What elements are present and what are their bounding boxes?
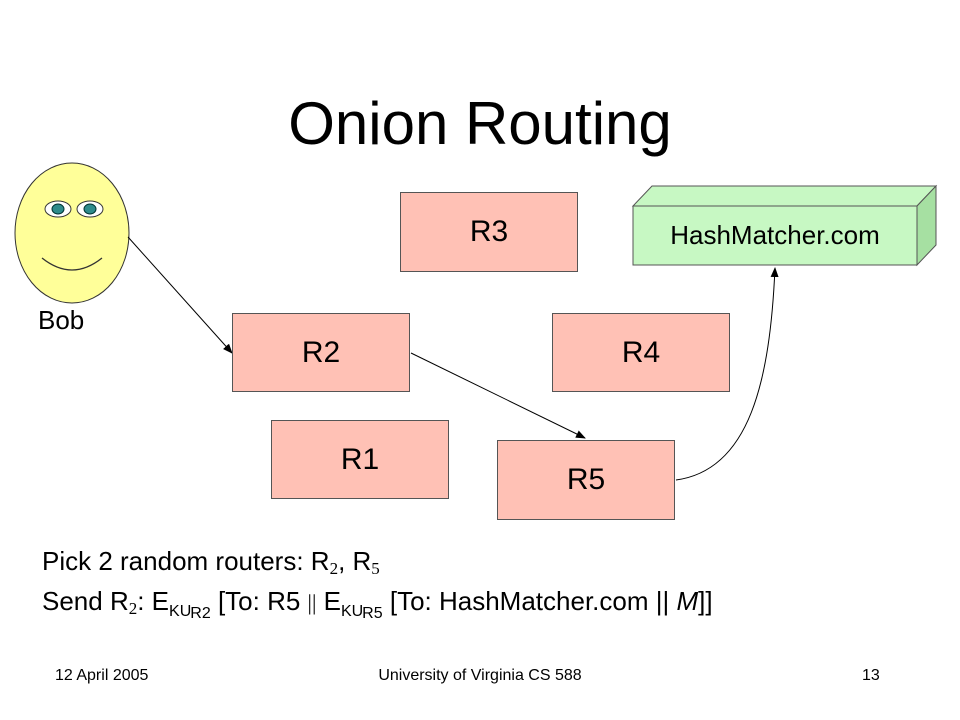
caption-line-send-message: Send R2: EKUR2 [To: R5 || EKUR5 [To: Has… bbox=[42, 586, 713, 629]
hashmatcher-label: HashMatcher.com bbox=[670, 219, 880, 250]
bob-left-pupil bbox=[51, 203, 65, 215]
caption-line2-sub-ku1: KU bbox=[169, 603, 192, 620]
router-r1: R1 bbox=[271, 420, 449, 499]
caption-line2-a: Send R bbox=[42, 586, 129, 616]
hashmatcher-server-box bbox=[631, 184, 938, 267]
router-r2-label: R2 bbox=[301, 335, 341, 369]
router-r1-label: R1 bbox=[340, 442, 380, 476]
router-r5-label: R5 bbox=[566, 463, 606, 496]
footer-date: 12 April 2005 bbox=[55, 667, 149, 684]
caption-line2-b: : E bbox=[137, 586, 170, 616]
router-r4-label: R4 bbox=[621, 335, 661, 369]
router-r3: R3 bbox=[400, 192, 578, 272]
caption-line2-sub-1: 2 bbox=[128, 599, 138, 618]
router-r4: R4 bbox=[552, 313, 730, 392]
caption-line1-sep: , R bbox=[338, 546, 372, 576]
bob-label: Bob bbox=[38, 305, 85, 335]
caption-line2-bar: || bbox=[307, 590, 317, 615]
caption-line2-f: ]] bbox=[698, 586, 713, 616]
slide-title: Onion Routing bbox=[288, 90, 672, 157]
server-front-face bbox=[632, 205, 918, 266]
footer-course: University of Virginia CS 588 bbox=[378, 667, 582, 684]
caption-line1-sub-b: 5 bbox=[371, 559, 380, 578]
bob-head bbox=[14, 162, 130, 304]
arrow-r2-to-r5 bbox=[410, 352, 586, 439]
bob-right-pupil bbox=[83, 203, 97, 215]
caption-line2-e: [To: HashMatcher.com || bbox=[382, 586, 677, 616]
server-top-face bbox=[631, 185, 938, 207]
caption-line-pick-routers: Pick 2 random routers: R2, R5 bbox=[42, 546, 380, 584]
bob-face bbox=[14, 162, 130, 304]
caption-line2-d: E bbox=[316, 586, 341, 616]
bob-smile bbox=[41, 257, 103, 271]
arrow-r5-to-hashmatcher bbox=[675, 267, 779, 481]
router-r3-label: R3 bbox=[469, 215, 509, 248]
caption-line1-sub-a: 2 bbox=[329, 559, 339, 578]
arrow-bob-to-r2 bbox=[127, 236, 233, 354]
footer-page-number: 13 bbox=[862, 667, 880, 684]
caption-line2-sub-ku2: KU bbox=[340, 603, 364, 620]
caption-line1-text: Pick 2 random routers: R bbox=[42, 546, 330, 576]
caption-line2-subsub-1: R2 bbox=[190, 605, 211, 622]
caption-line2-subsub-2: R5 bbox=[362, 605, 383, 622]
router-r2: R2 bbox=[232, 313, 410, 392]
caption-line2-m: M bbox=[676, 586, 699, 616]
router-r5: R5 bbox=[497, 440, 675, 520]
caption-line2-c: [To: R5 bbox=[210, 586, 308, 616]
